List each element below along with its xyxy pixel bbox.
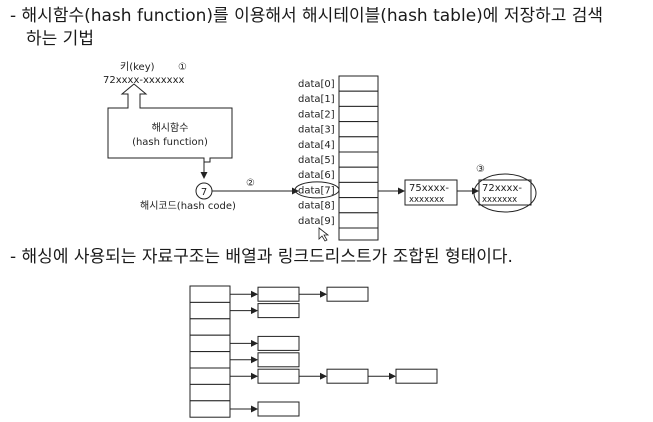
list-node [257, 286, 300, 302]
table-row-label: data[8] [298, 201, 335, 212]
table-row-label: data[7] [298, 185, 335, 196]
table-cell-tail [338, 227, 379, 241]
list-node [257, 368, 300, 384]
bullet-data-structure: - 해싱에 사용되는 자료구조는 배열과 링크드리스트가 조합된 형태이다. [10, 247, 513, 267]
chain-node-2-line1: 72xxxx- [482, 183, 522, 194]
table-cell [338, 181, 379, 199]
key-marker: ① [178, 62, 187, 73]
chain-node-1-line2: xxxxxxx [409, 195, 444, 205]
table-row-label: data[4] [298, 140, 335, 151]
hash-table: data[0] data[1] data[2] data[3] data[4] data[… [294, 75, 379, 241]
list-node [257, 401, 300, 417]
mouse-cursor-icon [318, 227, 330, 242]
bullet-hash-function-line2: 하는 기법 [26, 29, 94, 49]
bullet-hash-function-line1: - 해시함수(hash function)를 이용해서 해시테이블(hash t… [10, 6, 604, 26]
hash-function-label-ko: 해시함수 [152, 121, 189, 134]
key-label: 키(key) [120, 61, 155, 73]
key-group: 키(key) ① 72xxxx-xxxxxxx [103, 61, 187, 86]
key-value: 72xxxx-xxxxxxx [103, 75, 185, 86]
result-highlight-ellipse [473, 173, 537, 213]
array-cell [189, 367, 231, 385]
list-node [326, 368, 369, 384]
row-highlight-ellipse [294, 181, 340, 199]
table-row-label: data[9] [298, 216, 335, 227]
table-cell [338, 197, 379, 214]
chain-node-1 [404, 179, 458, 206]
table-cell [338, 75, 379, 92]
list-node [257, 303, 300, 319]
table-row-label: data[5] [298, 155, 335, 166]
list-node [257, 352, 300, 368]
hash-code-label: 해시코드(hash code) [140, 199, 236, 212]
chain-node-2-line2: xxxxxxx [482, 195, 517, 205]
hash-function-label-en: (hash function) [132, 137, 208, 148]
hash-function-shape: 해시함수 (hash function) [107, 83, 233, 163]
array-cell [189, 318, 231, 336]
list-node [395, 368, 438, 384]
table-row-label: data[0] [298, 79, 335, 90]
chain-node-2 [478, 179, 532, 206]
table-row-label: data[3] [298, 125, 335, 136]
array-cell [189, 301, 231, 320]
array-cell [189, 334, 231, 353]
hash-code-value: 7 [201, 187, 207, 198]
table-row-label: data[6] [298, 170, 335, 181]
array-cell [189, 400, 231, 418]
array-cell [189, 383, 231, 402]
chain-node-1-line1: 75xxxx- [409, 183, 449, 194]
table-cell [338, 90, 379, 107]
list-node [257, 335, 300, 351]
table-cell [338, 121, 379, 138]
table-cell [338, 105, 379, 123]
table-row-label: data[1] [298, 94, 335, 105]
table-cell [338, 166, 379, 183]
table-cell [338, 212, 379, 229]
array-cell [189, 285, 231, 303]
result-marker: ③ [476, 164, 485, 175]
list-node [326, 286, 369, 302]
table-row-label: data[2] [298, 109, 335, 120]
array-linkedlist-diagram [189, 285, 438, 418]
table-cell [338, 136, 379, 153]
arrow-marker: ② [246, 178, 255, 189]
array-cell [189, 351, 231, 369]
table-cell [338, 151, 379, 168]
